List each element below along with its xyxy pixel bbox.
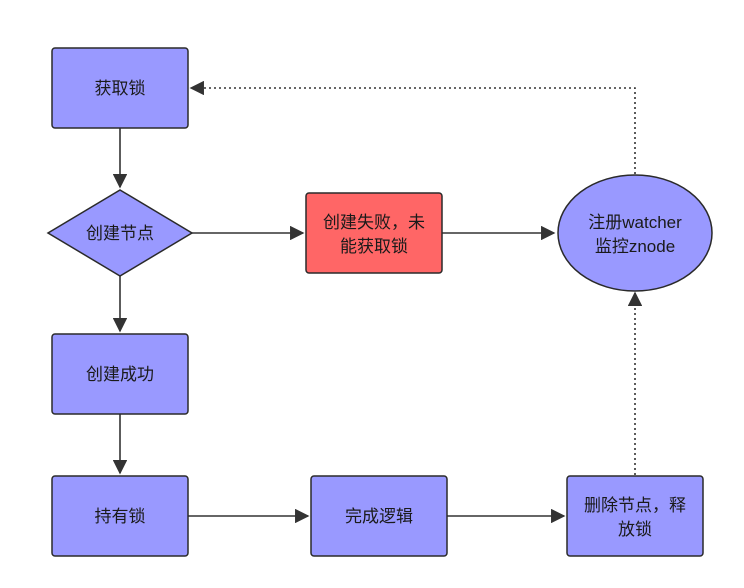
node-delete-node-label-line1: 删除节点，释	[584, 496, 686, 515]
node-complete-logic-label: 完成逻辑	[345, 507, 413, 526]
node-watch-label-line1: 注册watcher	[588, 213, 682, 232]
node-create-fail-label-line2: 能获取锁	[340, 237, 408, 256]
edge-watch-to-acquire	[189, 80, 636, 174]
node-delete-node: 删除节点，释 放锁	[566, 475, 704, 557]
node-acquire-lock-label: 获取锁	[95, 79, 146, 98]
node-watch: 注册watcher 监控znode	[557, 174, 713, 292]
node-create-node: 创建节点	[46, 189, 194, 277]
node-create-fail: 创建失败，未 能获取锁	[305, 192, 443, 274]
node-complete-logic: 完成逻辑	[310, 475, 448, 557]
node-hold-lock-label: 持有锁	[95, 507, 146, 526]
node-create-fail-label-line1: 创建失败，未	[323, 213, 425, 232]
node-delete-node-label-line2: 放锁	[618, 520, 652, 539]
edges	[112, 80, 643, 524]
node-hold-lock: 持有锁	[51, 475, 189, 557]
node-create-success-label: 创建成功	[86, 365, 154, 384]
node-watch-label-line2: 监控znode	[595, 237, 675, 256]
node-create-node-label: 创建节点	[86, 224, 154, 243]
node-create-success: 创建成功	[51, 333, 189, 415]
node-acquire-lock: 获取锁	[51, 47, 189, 129]
